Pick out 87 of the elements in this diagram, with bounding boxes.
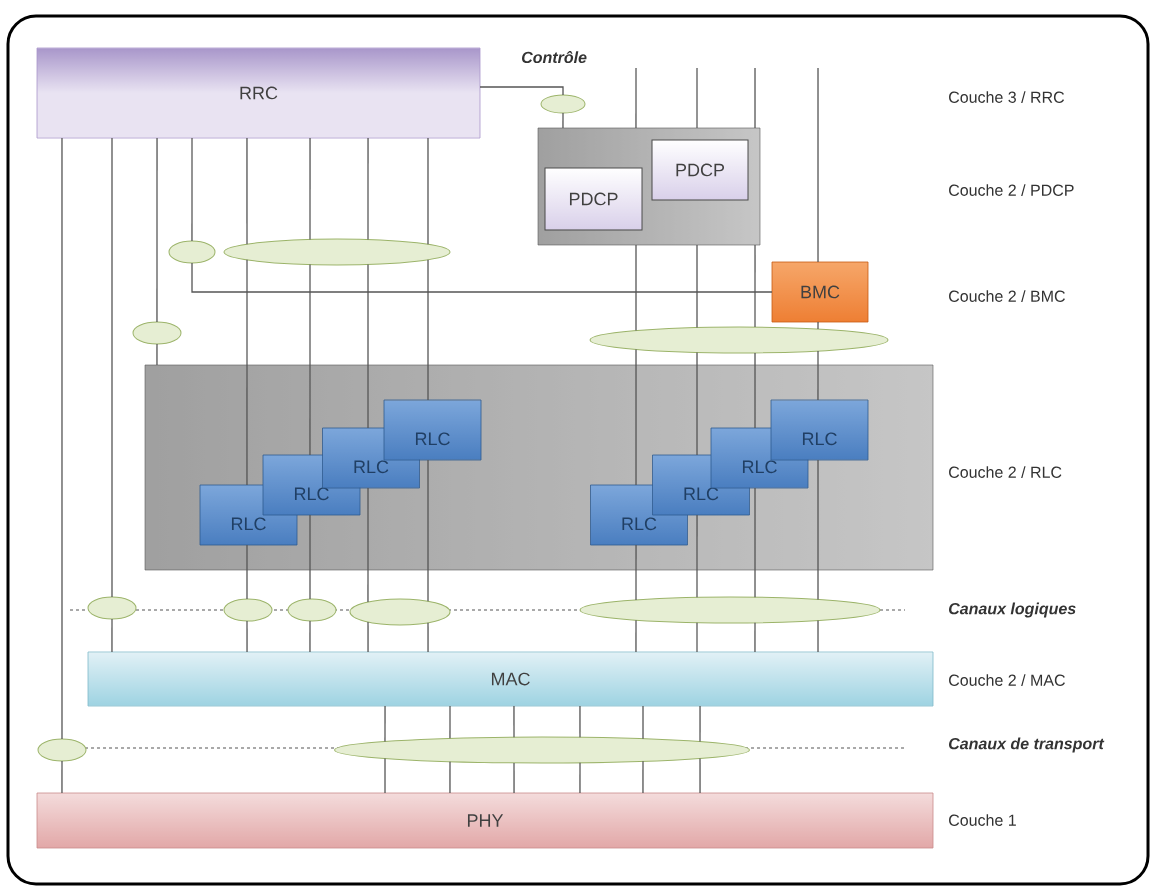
connector-line xyxy=(513,705,515,738)
protocol-box: PDCP xyxy=(544,167,643,231)
connector-line xyxy=(562,112,564,129)
connector-line xyxy=(579,762,581,794)
access-point-ellipse xyxy=(223,238,451,266)
connector-line xyxy=(367,137,369,241)
connector-line xyxy=(696,67,698,129)
layer-label: Couche 1 xyxy=(949,814,1016,826)
access-point-ellipse xyxy=(589,326,889,354)
connector-line xyxy=(817,67,819,263)
layer-label: Couche 3 / RRC xyxy=(949,91,1065,103)
access-point-ellipse xyxy=(132,321,182,345)
connector-line xyxy=(696,351,698,456)
channel-label: Canaux logiques xyxy=(949,602,1076,618)
access-point-ellipse xyxy=(579,596,881,624)
connector-line xyxy=(191,137,193,242)
connector-line xyxy=(449,705,451,739)
connector-line xyxy=(635,619,637,653)
connector-line xyxy=(246,259,248,486)
access-point-ellipse xyxy=(87,596,137,620)
connector-line xyxy=(246,137,248,245)
connector-line xyxy=(427,622,429,653)
access-point-ellipse xyxy=(540,94,586,114)
layer-label: Couche 2 / MAC xyxy=(949,674,1065,686)
connector-line xyxy=(309,514,311,600)
connector-line xyxy=(384,705,386,743)
connector-line xyxy=(309,263,311,456)
connector-line xyxy=(246,544,248,600)
connector-line xyxy=(579,705,581,738)
connector-line xyxy=(191,262,773,293)
connector-line xyxy=(427,459,429,602)
connector-line xyxy=(642,760,644,794)
connector-line xyxy=(427,259,429,401)
connector-line xyxy=(817,350,819,401)
connector-line xyxy=(309,620,311,653)
control-label: Contrôle xyxy=(522,50,587,64)
connector-line xyxy=(156,343,158,366)
connector-line xyxy=(817,619,819,653)
connector-line xyxy=(754,352,756,429)
connector-line xyxy=(635,244,637,332)
layer-label: Couche 2 / RLC xyxy=(949,466,1062,478)
connector-line xyxy=(156,137,158,323)
layer-label: Couche 2 / BMC xyxy=(949,290,1065,302)
connector-line xyxy=(754,622,756,653)
connector-line xyxy=(384,757,386,794)
connector-line xyxy=(754,244,756,328)
connector-line xyxy=(817,321,819,330)
access-point-ellipse xyxy=(334,736,750,764)
connector-line xyxy=(61,137,63,740)
connector-line xyxy=(754,487,756,598)
access-point-ellipse xyxy=(168,240,216,264)
connector-line xyxy=(367,487,369,603)
connector-line xyxy=(635,544,637,601)
protocol-box: MAC xyxy=(87,651,934,707)
connector-line xyxy=(427,137,429,245)
access-point-ellipse xyxy=(37,738,87,762)
protocol-box: BMC xyxy=(771,261,869,323)
access-point-ellipse xyxy=(223,598,273,622)
channel-label: Canaux de transport xyxy=(949,737,1105,753)
connector-line xyxy=(696,514,698,598)
connector-line xyxy=(699,705,701,743)
connector-line xyxy=(513,762,515,794)
connector-line xyxy=(246,620,248,653)
protocol-box: RRC xyxy=(36,47,481,139)
connector-line xyxy=(696,622,698,653)
connector-line xyxy=(699,757,701,794)
connector-line xyxy=(635,67,637,129)
connector-line xyxy=(61,760,63,794)
protocol-box: PDCP xyxy=(651,139,749,201)
access-point-ellipse xyxy=(287,598,337,622)
connector-line xyxy=(479,86,564,96)
connector-line xyxy=(367,621,369,653)
connector-line xyxy=(754,67,756,129)
connector-line xyxy=(449,761,451,794)
connector-line xyxy=(696,244,698,329)
protocol-box: PHY xyxy=(36,792,934,849)
layer-label: Couche 2 / PDCP xyxy=(949,184,1074,196)
protocol-box: RLC xyxy=(770,399,869,461)
connector-line xyxy=(817,459,819,601)
connector-line xyxy=(635,348,637,486)
connector-line xyxy=(309,137,311,241)
connector-line xyxy=(642,705,644,740)
connector-line xyxy=(367,263,369,429)
connector-line xyxy=(111,618,113,653)
protocol-box: RLC xyxy=(383,399,482,461)
connector-line xyxy=(111,137,113,598)
access-point-ellipse xyxy=(349,598,451,626)
